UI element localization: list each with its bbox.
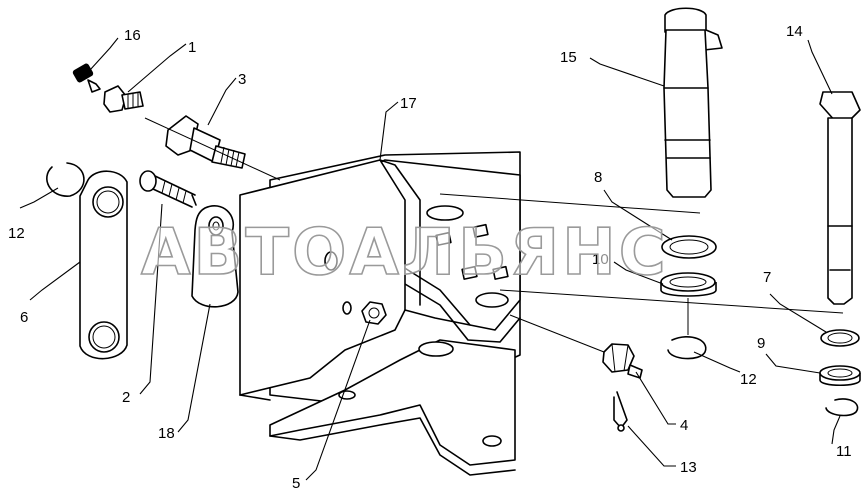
callout-3: 3 — [238, 71, 246, 88]
axis-line-left — [144, 117, 281, 181]
callout-4: 4 — [680, 417, 688, 434]
callout-15: 15 — [560, 49, 577, 66]
callout-labels: 16 1 3 17 15 14 8 10 7 9 12 12 6 2 18 5 … — [8, 23, 852, 492]
callout-1: 1 — [188, 39, 196, 56]
bracket-housing — [239, 151, 521, 476]
axis-line-nut — [509, 314, 605, 353]
callout-7: 7 — [763, 269, 771, 286]
leader-lines — [19, 37, 841, 481]
watermark-text: АВТОАЛЬЯНС — [141, 216, 669, 290]
callout-6: 6 — [20, 309, 28, 326]
screw-1 — [103, 85, 144, 113]
axis-line-mid — [499, 289, 844, 314]
grease-nipple — [72, 63, 101, 93]
pin-14 — [819, 91, 861, 305]
callout-5: 5 — [292, 475, 300, 492]
callout-10: 10 — [592, 251, 609, 268]
callout-11: 11 — [836, 443, 852, 460]
axis-line-top — [439, 193, 701, 214]
callout-2: 2 — [122, 389, 130, 406]
bolt-2 — [139, 170, 197, 208]
link-plate — [79, 170, 128, 360]
callout-12-left: 12 — [8, 225, 25, 242]
nut-5 — [361, 301, 387, 325]
callout-14: 14 — [786, 23, 803, 40]
bushing-10 — [660, 272, 717, 297]
callout-12-right: 12 — [740, 371, 757, 388]
washer-7 — [820, 329, 860, 347]
callout-18: 18 — [158, 425, 175, 442]
callout-8: 8 — [594, 169, 602, 186]
castle-nut-4 — [602, 343, 643, 379]
snap-ring-left — [46, 162, 85, 197]
callout-16: 16 — [124, 27, 141, 44]
washer-8 — [661, 235, 717, 259]
snap-ring-11 — [825, 398, 859, 417]
snap-ring-right — [667, 336, 707, 360]
threaded-pin-3 — [165, 115, 246, 169]
lever-18 — [191, 205, 239, 308]
callout-9: 9 — [757, 335, 765, 352]
callout-17: 17 — [400, 95, 417, 112]
bushing-9 — [819, 365, 861, 387]
cotter-pin — [613, 391, 628, 432]
long-pin-15 — [663, 7, 723, 198]
callout-13: 13 — [680, 459, 697, 476]
